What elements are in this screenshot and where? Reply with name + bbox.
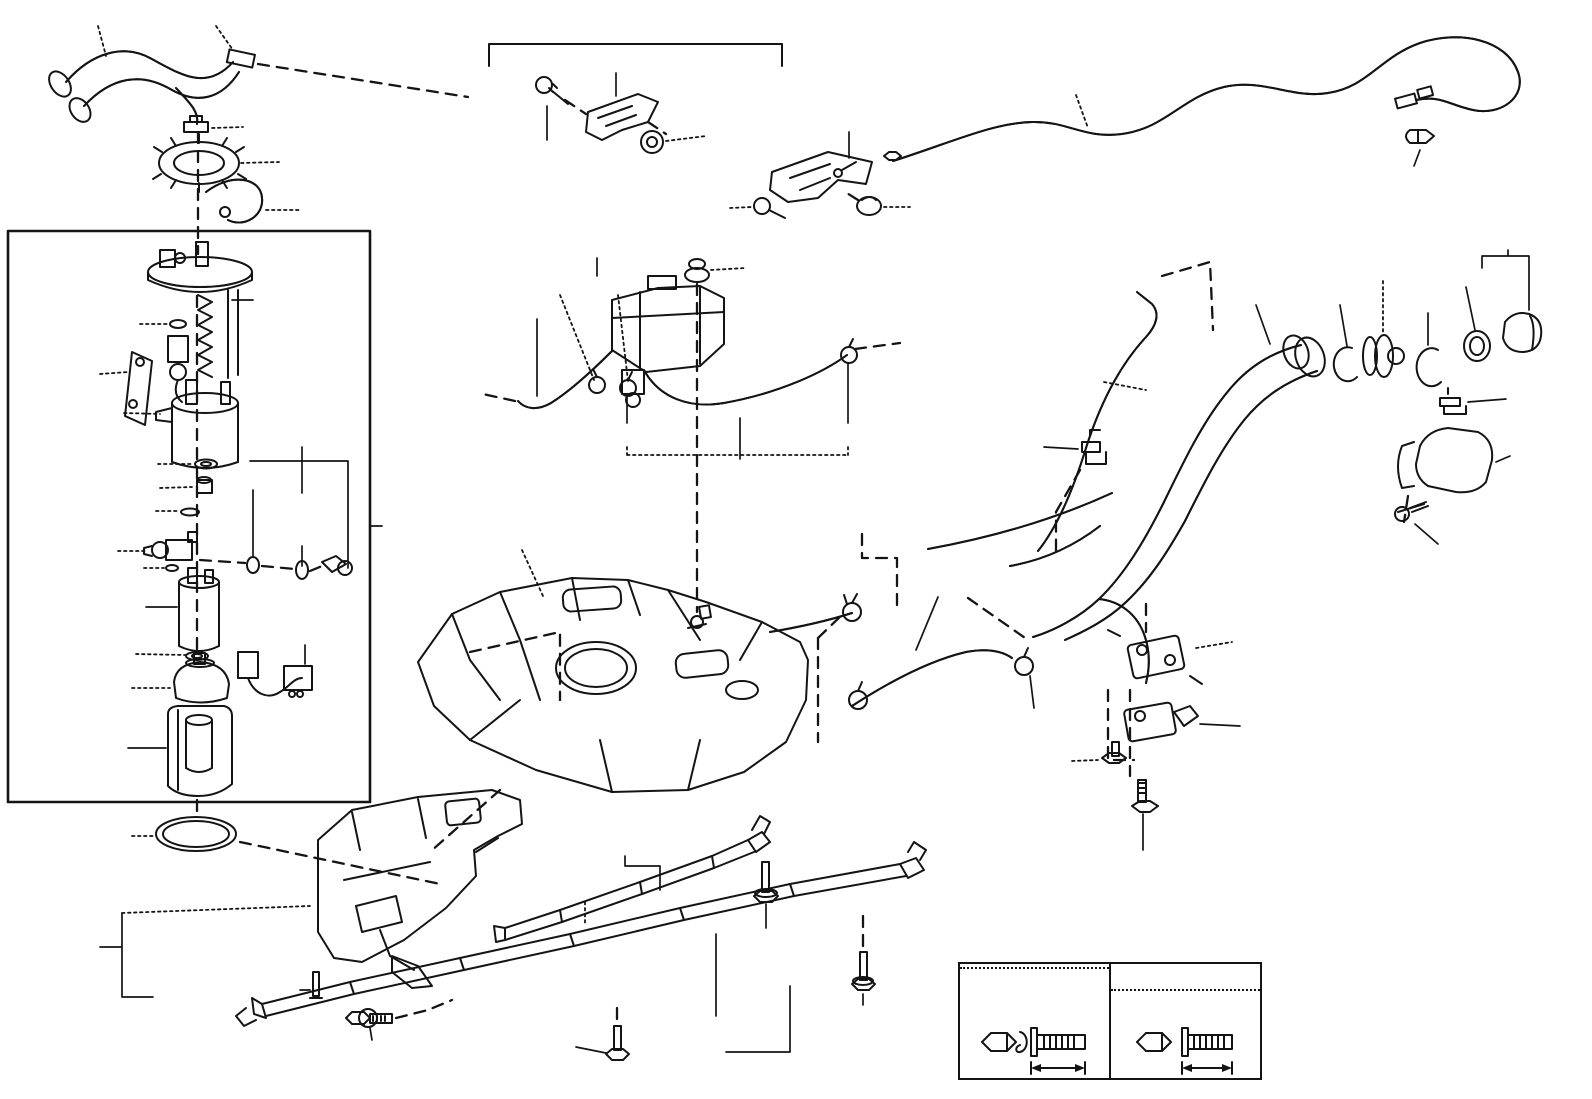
- bolt-icon: [1135, 1027, 1233, 1075]
- bolt-spec-col-2: [1109, 964, 1260, 1078]
- bolt-part-number: [1111, 964, 1260, 991]
- bolt-icon: [980, 1027, 1086, 1075]
- bolt-part-number: [960, 964, 1109, 969]
- legend: [1284, 948, 1293, 950]
- bolt-spec-col-1: [960, 964, 1109, 1078]
- bolt-spec-table: [958, 962, 1262, 1080]
- bolt-illustration-1: [960, 969, 1109, 1078]
- bolt-illustration-2: [1111, 991, 1260, 1078]
